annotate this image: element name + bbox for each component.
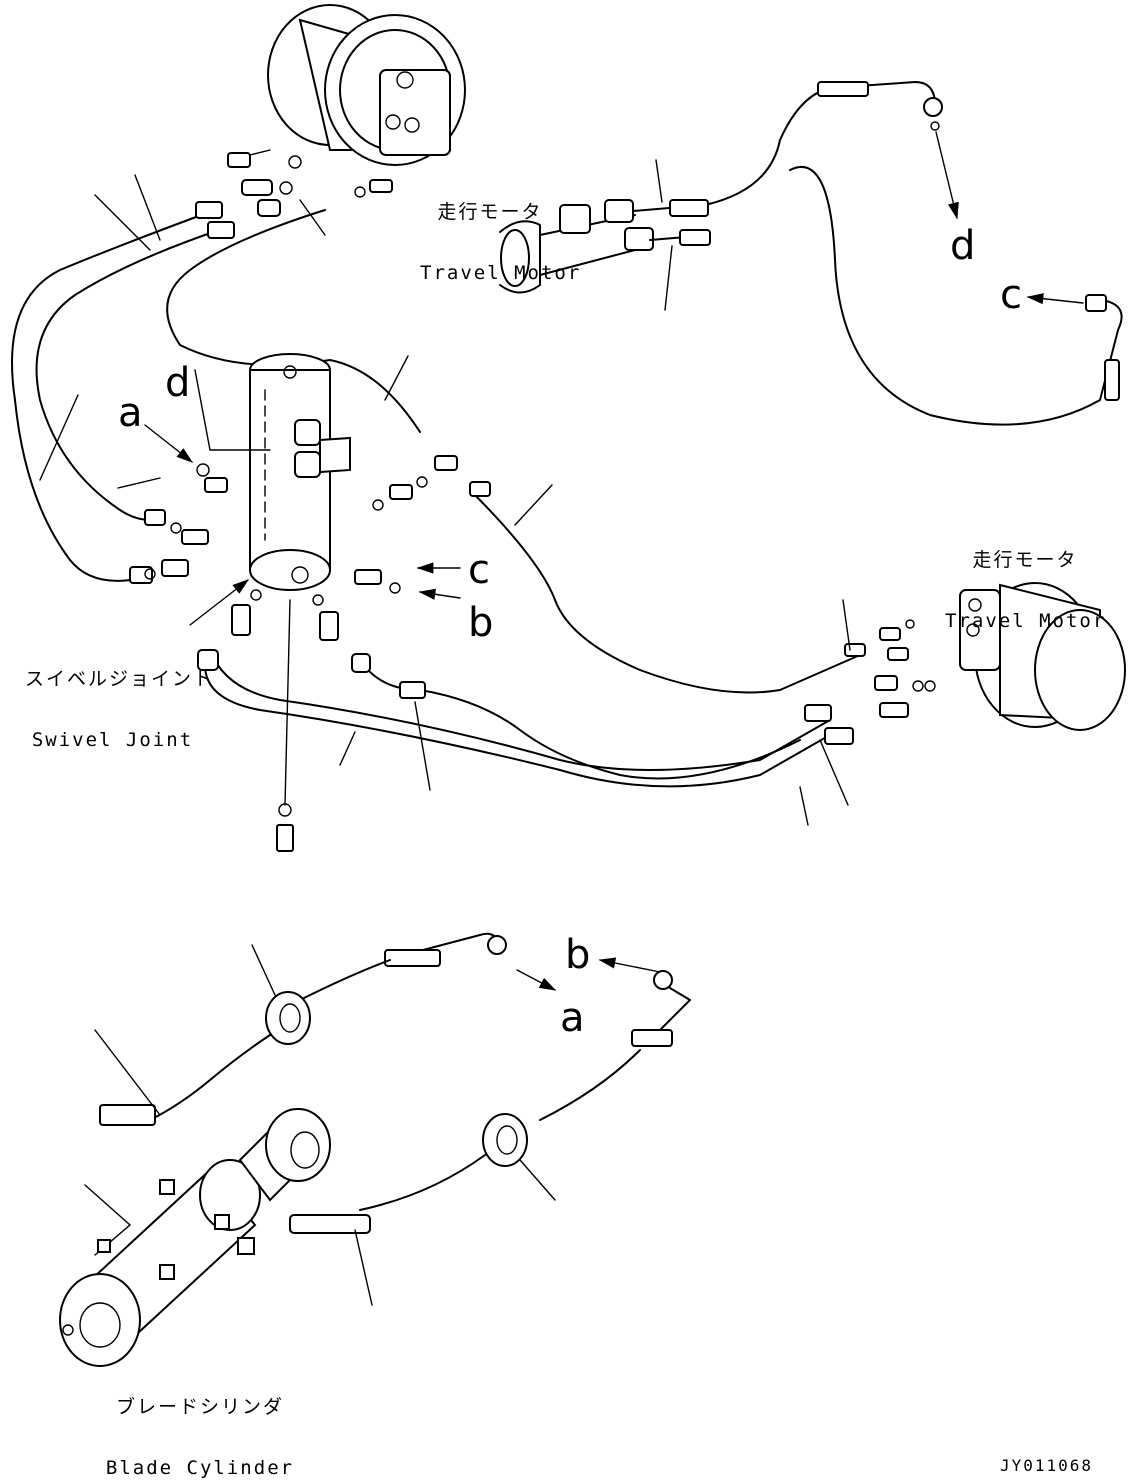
connection-letter-d: d [165,360,191,406]
connection-letter-c: c [468,547,490,593]
travel-motor-right-label: 走行モータ Travel Motor [945,513,1105,650]
travel-motor-right [874,582,1126,731]
travel-motor-right-en: Travel Motor [945,610,1107,632]
connection-letter-a: a [118,390,143,436]
swivel-joint-label: スイベルジョイント Swivel Joint [25,632,215,769]
swivel-fittings [144,369,461,641]
swivel-joint-jp: スイベルジョイント [25,668,215,690]
swivel-joint-en: Swivel Joint [31,729,194,751]
connection-letter-b: b [565,932,591,978]
travel-motor-right-jp: 走行モータ [972,549,1078,571]
top-motor-fittings [227,149,393,217]
drawing-code: JY011068 [1000,1456,1094,1475]
upper-right-lines [499,81,1123,426]
connection-letter-c: c [1000,272,1022,318]
left-hoses [11,174,421,584]
connection-letter-a: a [560,995,585,1041]
blade-cylinder-en: Blade Cylinder [105,1457,295,1479]
travel-motor-top-label: 走行モータ Travel Motor [420,165,582,302]
connection-letter-d: d [950,223,976,269]
travel-motor-top [267,4,466,166]
blade-cylinder-label: ブレードシリンダ Blade Cylinder [105,1360,295,1483]
lower-hoses [197,481,866,826]
connection-letter-b: b [468,600,494,646]
blade-cylinder-section [59,932,691,1367]
blade-cylinder-jp: ブレードシリンダ [115,1396,284,1418]
swivel-joint [249,353,351,852]
travel-motor-top-jp: 走行モータ [437,201,543,223]
travel-motor-top-en: Travel Motor [420,262,582,284]
